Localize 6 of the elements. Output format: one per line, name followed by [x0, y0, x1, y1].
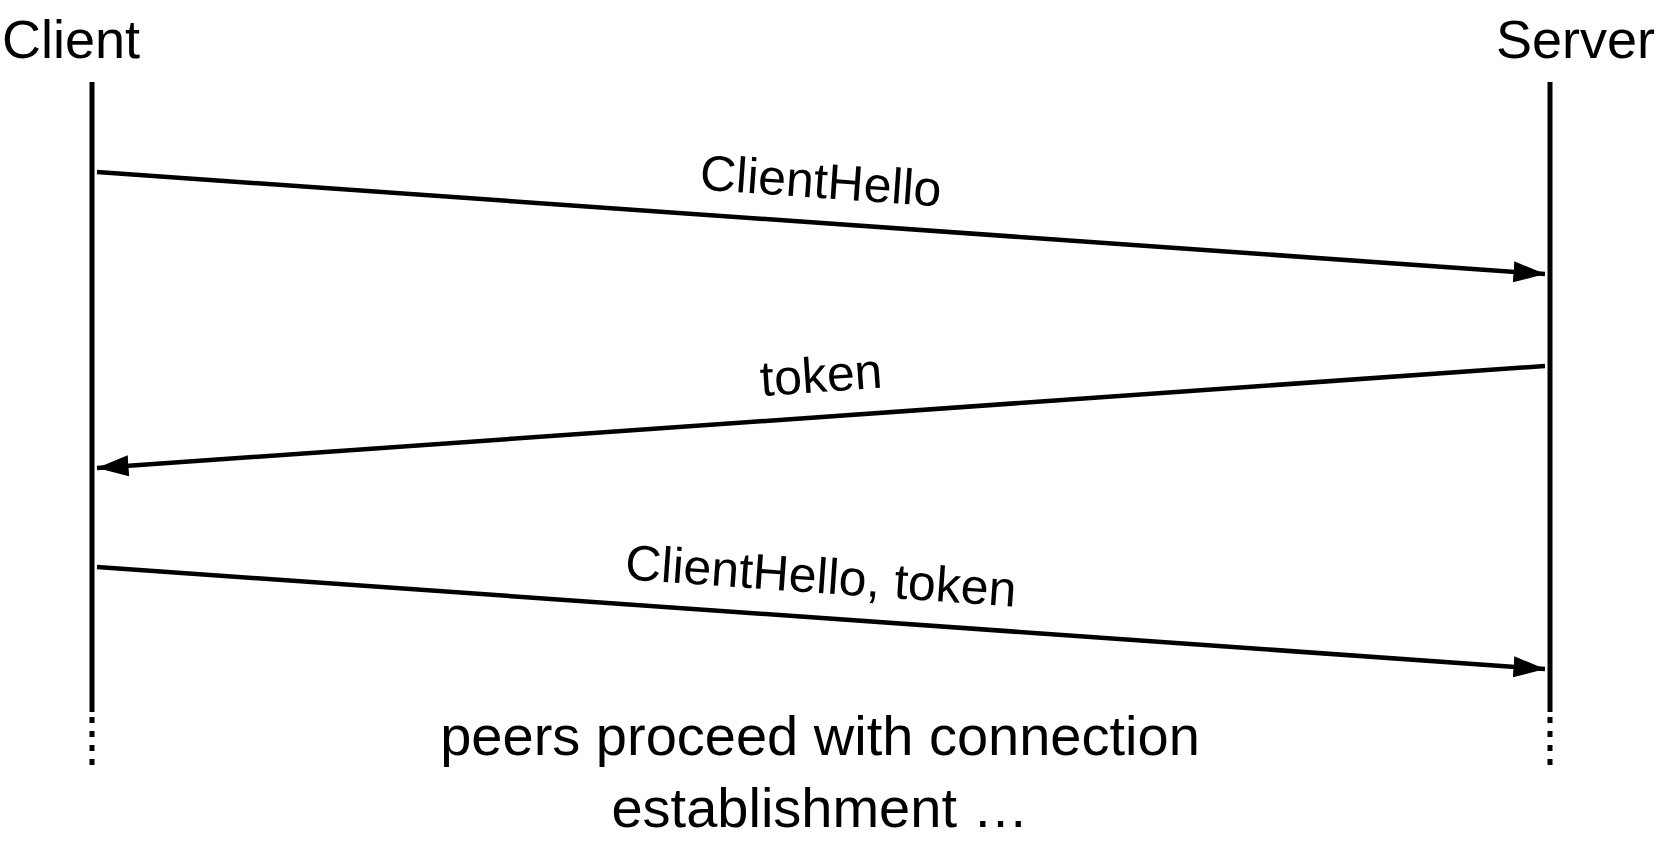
participant-label: Server — [1495, 8, 1655, 70]
note-text: peers proceed with connection establishment … — [439, 703, 1201, 841]
message-arrow — [96, 363, 1546, 477]
message-arrow — [96, 169, 1546, 283]
message-arrow — [96, 564, 1546, 678]
participant-label: Client — [2, 8, 141, 70]
